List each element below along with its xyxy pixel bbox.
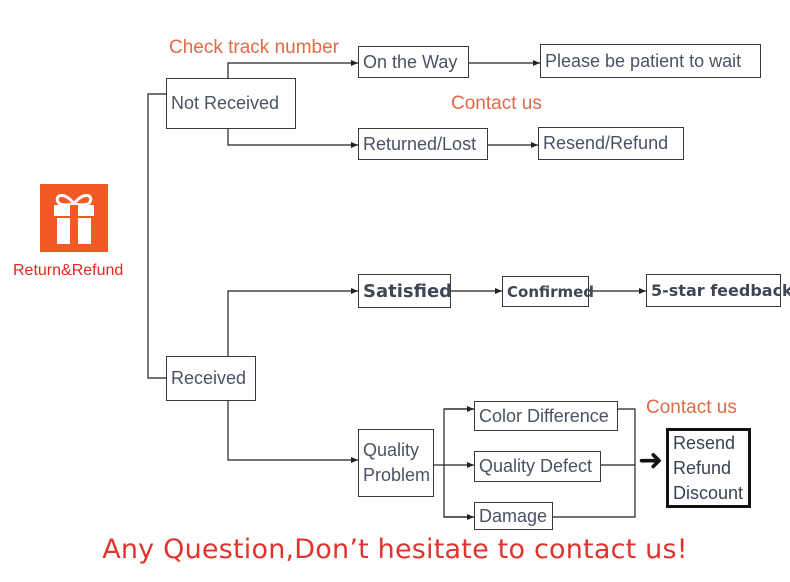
quality-problem-line-2: Problem: [363, 465, 431, 485]
damage-node: Damage: [474, 502, 553, 530]
received-node: Received: [166, 356, 256, 401]
satisfied-node: Satisfied: [358, 274, 452, 308]
resend-refund-node: Resend/Refund: [538, 127, 684, 160]
patient-node: Please be patient to wait: [540, 44, 761, 78]
outcome-refund: Refund: [673, 457, 732, 478]
gift-icon: [40, 184, 108, 252]
on-the-way-node: On the Way: [358, 46, 469, 78]
right-arrow-icon: ➜: [638, 443, 664, 478]
five-star-node: 5-star feedback: [646, 274, 790, 307]
returned-lost-node: Returned/Lost: [358, 128, 488, 160]
root-label: Return&Refund: [13, 262, 124, 279]
contact-us-note-1: Contact us: [451, 93, 542, 114]
check-track-note: Check track number: [169, 37, 340, 58]
outcomes-node: Resend Refund Discount: [666, 428, 751, 508]
quality-defect-node: Quality Defect: [474, 451, 601, 482]
contact-us-note-2: Contact us: [646, 397, 737, 418]
outcome-resend: Resend: [673, 432, 736, 453]
color-difference-node: Color Difference: [474, 401, 618, 431]
quality-problem-node: Quality Problem: [358, 429, 434, 497]
quality-problem-line-1: Quality: [363, 440, 420, 460]
outcome-discount: Discount: [673, 482, 744, 503]
footer-message: Any Question,Don’t hesitate to contact u…: [102, 534, 688, 565]
not-received-node: Not Received: [166, 78, 296, 129]
confirmed-node: Confirmed: [502, 276, 594, 307]
